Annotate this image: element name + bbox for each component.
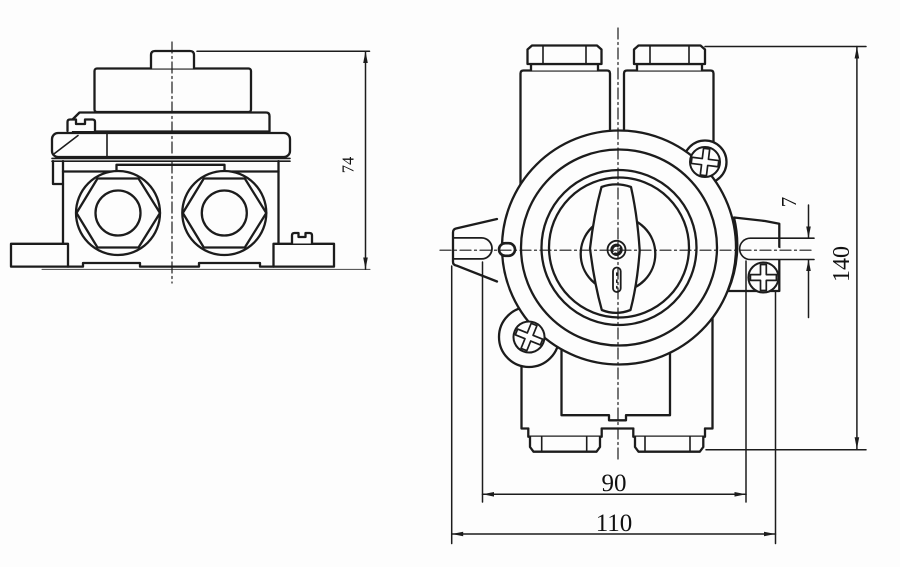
svg-text:140: 140 (829, 246, 855, 282)
svg-text:74: 74 (339, 157, 358, 174)
svg-text:110: 110 (596, 510, 633, 537)
svg-text:7: 7 (777, 197, 801, 208)
svg-text:90: 90 (602, 470, 627, 497)
